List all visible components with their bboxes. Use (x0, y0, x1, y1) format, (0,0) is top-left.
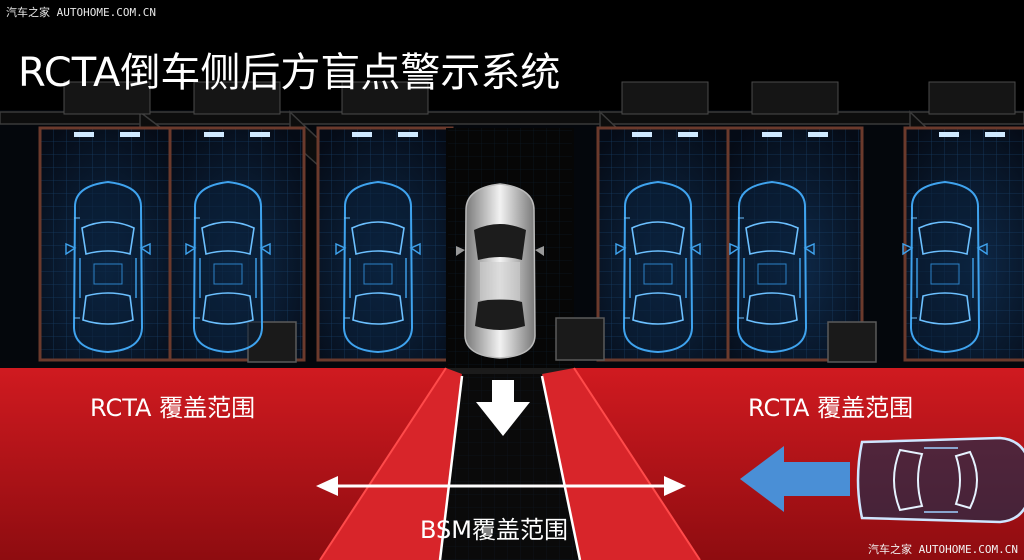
watermark-bottom: 汽车之家 AUTOHOME.COM.CN (868, 543, 1018, 556)
parked-car (729, 181, 815, 353)
left-arrow-icon (740, 446, 850, 512)
double-arrow-icon (316, 476, 686, 496)
parked-car (335, 181, 421, 353)
rcta-left-coverage-label: RCTA 覆盖范围 (90, 394, 256, 422)
parked-car (185, 181, 271, 353)
reversing-car (456, 183, 544, 359)
parked-car (615, 181, 701, 353)
rcta-right-coverage-label: RCTA 覆盖范围 (748, 394, 914, 422)
down-arrow-icon (476, 380, 530, 436)
parked-car (902, 181, 988, 353)
approaching-car (856, 436, 1024, 524)
bsm-coverage-label: BSM覆盖范围 (420, 516, 568, 544)
parked-car (65, 181, 151, 353)
watermark-top: 汽车之家 AUTOHOME.COM.CN (6, 6, 156, 19)
page-title: RCTA倒车侧后方盲点警示系统 (18, 50, 561, 96)
